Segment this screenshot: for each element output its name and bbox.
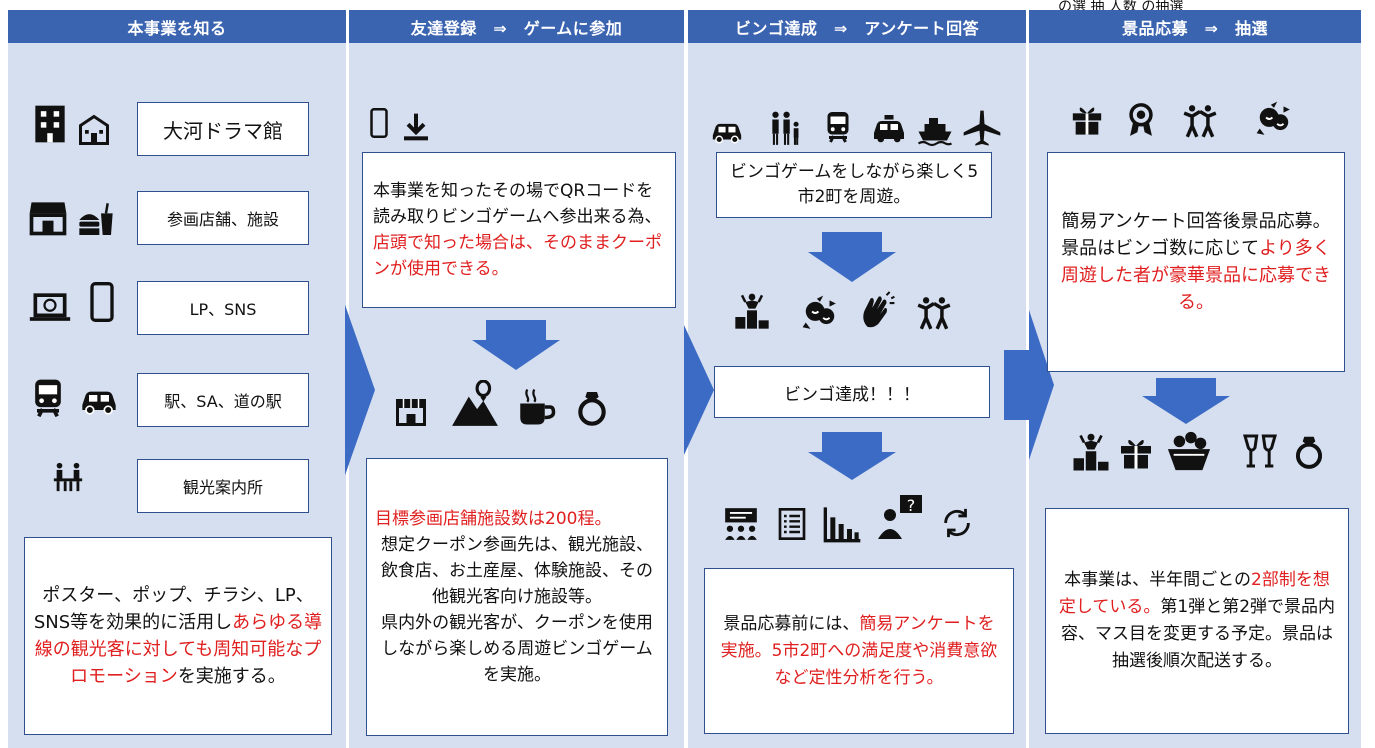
store-icon xyxy=(393,393,429,429)
gift-icon xyxy=(1118,432,1154,472)
fruit-basket-icon xyxy=(1164,428,1214,474)
prize-intro-text: 簡易アンケート回答後景品応募。景品はビンゴ数に応じて xyxy=(1061,211,1331,259)
mountain-balloon-icon xyxy=(450,380,500,430)
down-arrow-2 xyxy=(808,232,896,282)
bar-chart-icon xyxy=(822,504,862,544)
registration-detail-box: 目標参画店舗施設数は200程。 想定クーポン参画先は、観光施設、飲食店、お土産屋… xyxy=(366,458,668,736)
meeting-icon xyxy=(722,504,760,544)
podium-icon xyxy=(1068,432,1114,474)
flow-arrow-2 xyxy=(684,325,714,455)
dance-icon xyxy=(1180,102,1220,140)
building-icon xyxy=(28,102,72,146)
schedule-highlight: 2部制を想定している。 xyxy=(1058,570,1330,617)
channel-box-lp-sns: LP、SNS xyxy=(137,281,309,335)
celebrate-icon xyxy=(800,294,840,332)
train-icon xyxy=(820,104,856,150)
coupon-partners-text: 想定クーポン参画先は、観光施設、飲食店、お土産屋、体験施設、その他観光客向け施設… xyxy=(381,535,653,607)
gift-icon xyxy=(1070,100,1104,138)
dance-icon xyxy=(914,294,954,332)
bingo-detail-box: 景品応募前には、簡易アンケートを実施。5市2町への満足度や消費意欲など定性分析を… xyxy=(704,568,1014,734)
clap-icon xyxy=(858,290,896,332)
airplane-icon xyxy=(962,108,1002,150)
column-header-prize: 景品応募 ⇒ 抽選 xyxy=(1029,10,1361,43)
refresh-icon xyxy=(940,506,974,540)
channel-box-stations: 駅、SA、道の駅 xyxy=(137,373,309,427)
summary-text-end: を実施する。 xyxy=(177,666,286,687)
channel-box-info-center: 観光案内所 xyxy=(137,459,309,513)
summary-text: ポスター、ポップ、チラシ、LP、SNS等を効果的に活用し xyxy=(33,585,314,633)
channel-box-partner-stores: 参画店舗、施設 xyxy=(137,191,309,245)
fastfood-icon xyxy=(76,200,116,240)
survey-highlight: 簡易アンケートを実施。5市2町への満足度や消費意欲など定性分析を行う。 xyxy=(720,613,998,688)
bingo-game-text: 県内外の観光客が、クーポンを使用しながら楽しめる周遊ビンゴゲームを実施。 xyxy=(381,613,653,685)
question-icon xyxy=(876,492,924,542)
prize-detail-box: 本事業は、半年間ごとの2部制を想定している。第1弾と第2弾で景品内容、マス目を変… xyxy=(1045,508,1349,734)
award-icon xyxy=(1124,98,1158,140)
bingo-complete-box: ビンゴ達成！！！ xyxy=(714,366,990,418)
flow-arrow-3 xyxy=(1004,310,1054,460)
download-icon xyxy=(400,110,432,144)
celebrate-icon xyxy=(1254,100,1294,138)
coffee-icon xyxy=(515,385,557,429)
prize-intro-highlight: より多く周遊した者が豪華景品に応募できる。 xyxy=(1061,238,1331,313)
champagne-icon xyxy=(1240,430,1280,472)
summary-highlight: あらゆる導線の観光客に対しても周知可能なプロモーション xyxy=(34,612,323,687)
prize-intro-box: 簡易アンケート回答後景品応募。景品はビンゴ数に応じてより多く周遊した者が豪華景品… xyxy=(1047,152,1345,372)
column-header-awareness: 本事業を知る xyxy=(8,10,346,43)
registration-intro-box: 本事業を知ったその場でQRコードを読み取りビンゴゲームへ参出来る為、店頭で知った… xyxy=(362,152,676,308)
down-arrow-3 xyxy=(808,432,896,480)
laptop-icon xyxy=(22,286,78,330)
target-store-count: 目標参画店舗施設数は200程。 xyxy=(375,509,612,529)
taxi-icon xyxy=(868,112,910,148)
car-icon xyxy=(706,114,748,148)
bingo-intro-box: ビンゴゲームをしながら楽しく5市2町を周遊。 xyxy=(716,152,992,218)
reception-icon xyxy=(46,460,90,494)
school-icon xyxy=(76,112,112,148)
intro-highlight: 店頭で知った場合は、そのままクーポンが使用できる。 xyxy=(373,233,662,279)
down-arrow-4 xyxy=(1142,378,1230,424)
column-header-bingo: ビンゴ達成 ⇒ アンケート回答 xyxy=(688,10,1026,43)
awareness-summary-box: ポスター、ポップ、チラシ、LP、SNS等を効果的に活用しあらゆる導線の観光客に対… xyxy=(24,537,332,735)
flow-arrow-1-overlay xyxy=(345,305,375,475)
smartphone-icon xyxy=(82,272,122,332)
ship-icon xyxy=(912,112,958,148)
schedule-text-end: 第1弾と第2弾で景品内容、マス目を変更する予定。景品は抽選後順次配送する。 xyxy=(1061,597,1336,671)
list-icon xyxy=(776,504,808,544)
schedule-text: 本事業は、半年間ごとの xyxy=(1064,570,1251,590)
down-arrow-1 xyxy=(472,320,560,370)
survey-text: 景品応募前には、 xyxy=(723,613,860,634)
family-icon xyxy=(766,108,804,150)
ring-icon xyxy=(572,385,612,429)
ring-icon xyxy=(1290,430,1328,472)
storefront-icon xyxy=(26,195,70,239)
column-header-registration: 友達登録 ⇒ ゲームに参加 xyxy=(349,10,684,43)
channel-box-drama-hall: 大河ドラマ館 xyxy=(137,102,309,156)
intro-text: 本事業を知ったその場でQRコードを読み取りビンゴゲームへ参出来る為、 xyxy=(373,181,662,227)
podium-icon xyxy=(730,292,774,332)
car-icon xyxy=(74,380,124,420)
smartphone-icon xyxy=(364,98,394,148)
train-icon xyxy=(26,373,70,423)
